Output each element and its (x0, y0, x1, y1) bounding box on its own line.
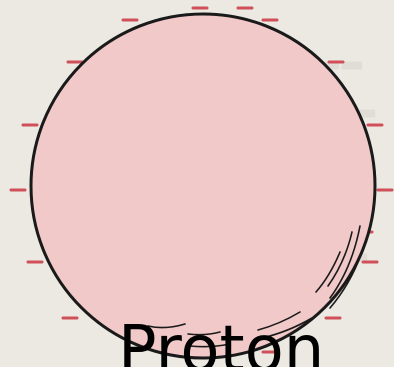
caption-label: Proton (118, 318, 324, 367)
proton-sphere (31, 14, 375, 358)
